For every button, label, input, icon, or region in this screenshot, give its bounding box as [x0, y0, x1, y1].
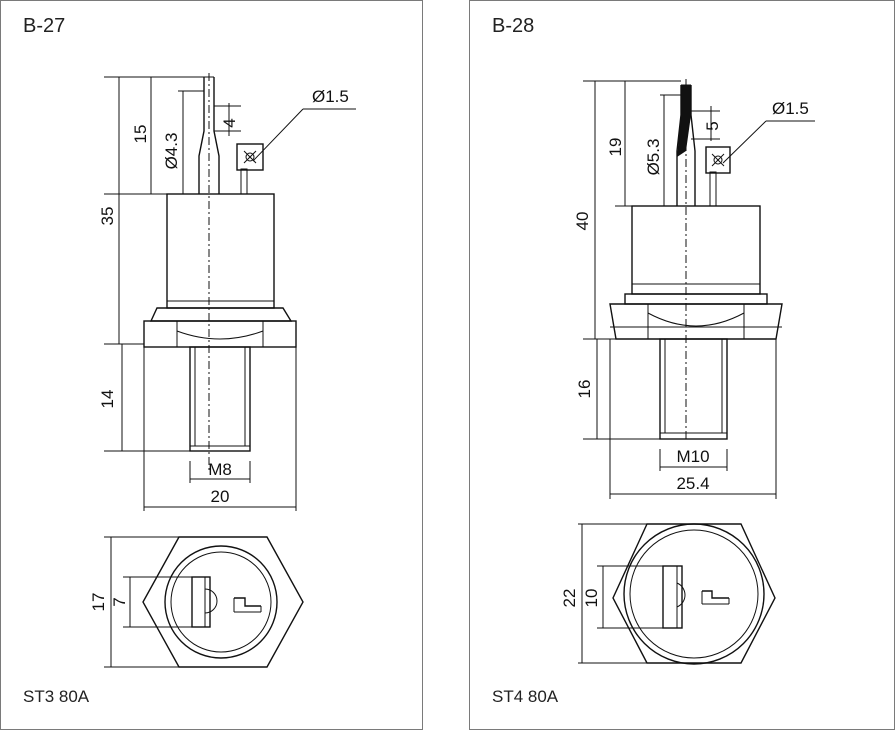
b28-dim-hex-width: 25.4 — [676, 474, 709, 493]
b28-side-view — [609, 79, 783, 441]
b28-dim-top-lead: 19 — [606, 138, 625, 157]
b28-dim-inner-width: 10 — [582, 589, 601, 608]
b28-dim-thread-length: 16 — [575, 380, 594, 399]
b27-dim-thread-length: 14 — [98, 390, 117, 409]
b27-drawing: 35 15 Ø4.3 4 Ø1.5 14 M8 20 — [89, 73, 356, 668]
b28-dimensions: 40 19 Ø5.3 5 Ø1.5 16 M10 25.4 — [573, 80, 815, 499]
b27-dim-hex-height: 17 — [89, 593, 108, 612]
drawing-panel-b27: B-27 — [0, 0, 423, 730]
b27-dim-terminal-hole: Ø1.5 — [312, 87, 349, 106]
panel-footer: ST4 80A — [492, 687, 559, 706]
b28-dim-thread: M10 — [676, 447, 709, 466]
b27-dim-total-height: 35 — [98, 207, 117, 226]
b28-dim-lead-tip: 5 — [703, 121, 722, 130]
b27-side-view — [143, 73, 297, 471]
b27-dim-thread: M8 — [208, 460, 232, 479]
drawing-panel-b28: B-28 — [469, 0, 895, 730]
b28-dim-lead-diameter: Ø5.3 — [644, 139, 663, 176]
b28-drawing: 40 19 Ø5.3 5 Ø1.5 16 M10 25.4 — [560, 79, 815, 665]
b27-dim-hex-width: 20 — [211, 487, 230, 506]
b28-dim-terminal-hole: Ø1.5 — [772, 99, 809, 118]
b27-dimensions: 35 15 Ø4.3 4 Ø1.5 14 M8 20 — [98, 76, 356, 511]
b28-dim-hex-height: 22 — [560, 589, 579, 608]
b27-dim-top-lead: 15 — [131, 125, 150, 144]
b27-dim-lead-diameter: Ø4.3 — [162, 133, 181, 170]
panel-title: B-27 — [23, 15, 66, 37]
panel-title: B-28 — [492, 15, 535, 37]
panel-footer: ST3 80A — [23, 687, 90, 706]
b28-dim-total-height: 40 — [573, 212, 592, 231]
b27-dim-inner-width: 7 — [110, 597, 129, 606]
b27-dim-lead-tip: 4 — [220, 118, 239, 127]
b28-top-view: 22 10 — [560, 523, 776, 665]
b27-top-view: 17 7 — [89, 536, 304, 668]
